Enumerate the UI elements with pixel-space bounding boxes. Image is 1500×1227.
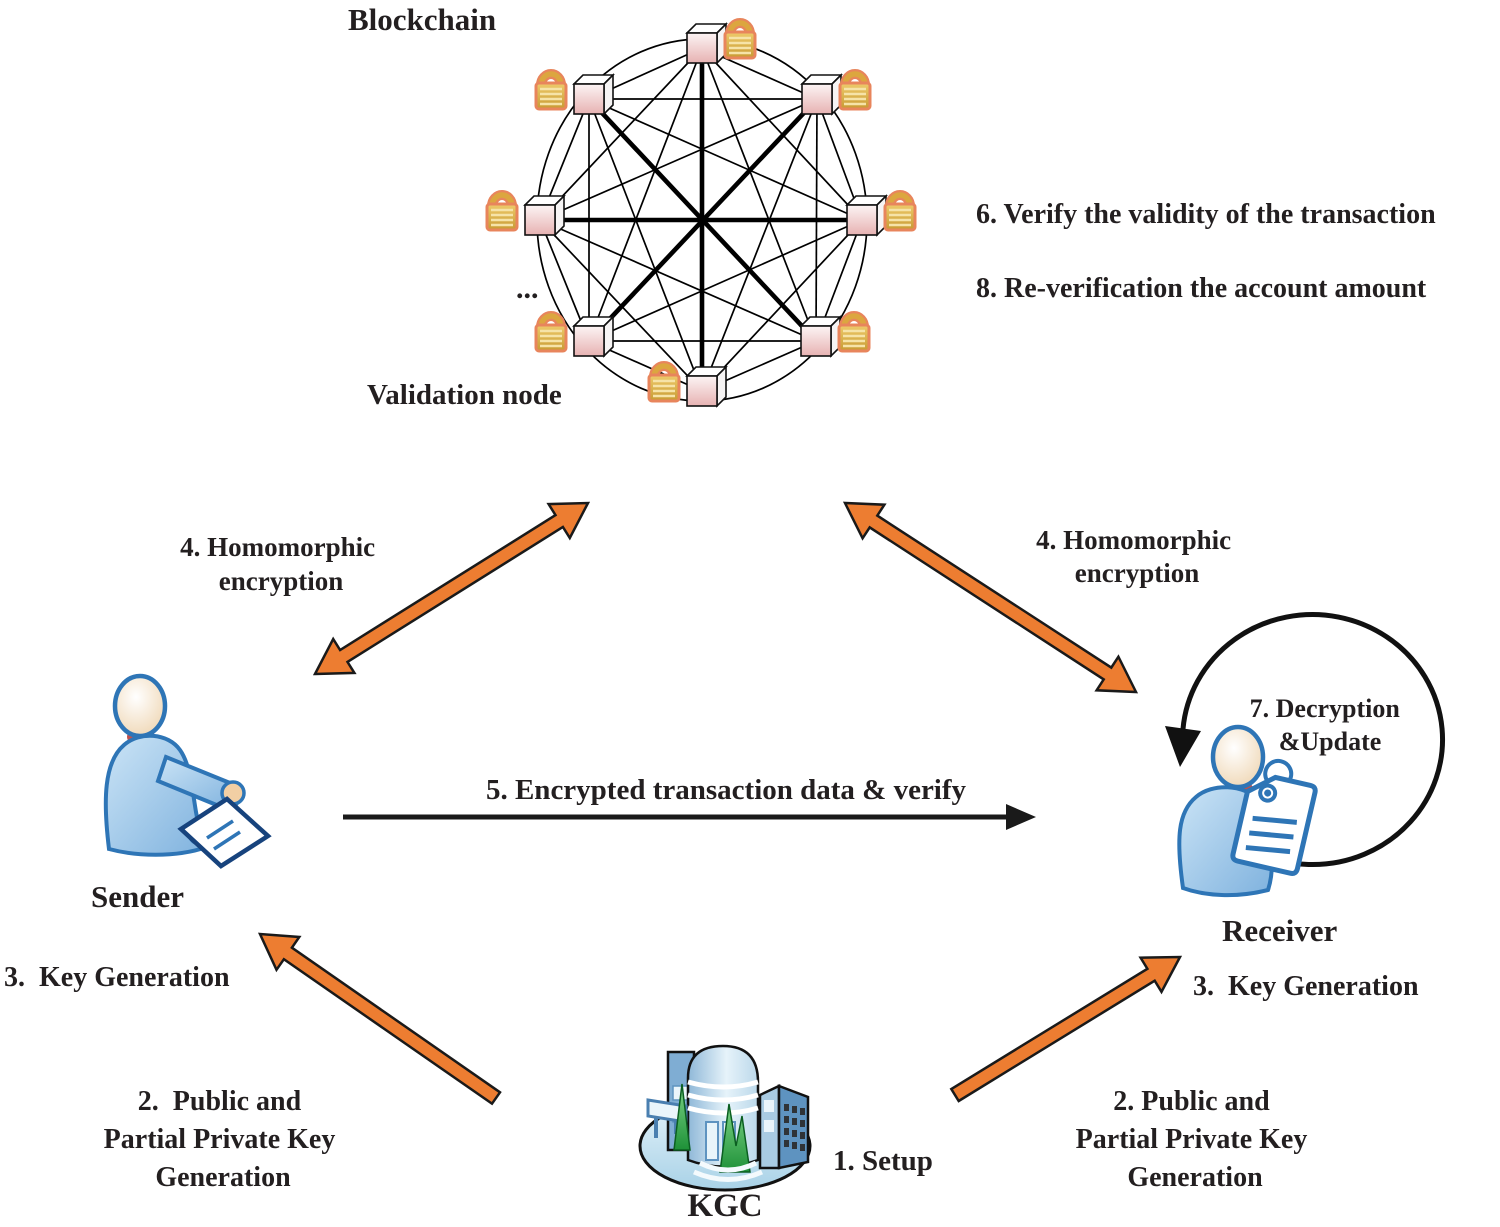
sender-person-icon bbox=[103, 673, 272, 869]
network-edge bbox=[701, 98, 818, 392]
step2-left-label: 2. Public and Partial Private Key Genera… bbox=[104, 1086, 343, 1193]
sender-label: Sender bbox=[91, 879, 184, 914]
padlock-icon bbox=[883, 190, 917, 232]
padlock-icon bbox=[723, 18, 757, 60]
setup-label: 1. Setup bbox=[833, 1145, 933, 1177]
blockchain-label: Blockchain bbox=[348, 2, 496, 37]
kgc-building-icon bbox=[638, 1044, 812, 1192]
validation-node-cube bbox=[523, 194, 566, 237]
homomorphic-arrow-left bbox=[312, 501, 591, 676]
key-generation-arrow-right bbox=[949, 955, 1183, 1103]
step4-left-label: 4. Homomorphic encryption bbox=[180, 532, 382, 596]
network-edge bbox=[539, 98, 818, 221]
network-ellipsis: ... bbox=[516, 272, 539, 305]
padlock-icon bbox=[534, 69, 568, 111]
validation-node-cube bbox=[685, 22, 728, 65]
network-edge bbox=[588, 219, 863, 342]
validation-node-cube bbox=[685, 365, 728, 408]
step6-label: 6. Verify the validity of the transactio… bbox=[976, 199, 1436, 230]
validation-node-cube bbox=[572, 73, 615, 116]
key-generation-arrow-left bbox=[257, 932, 502, 1106]
network-edge bbox=[701, 47, 817, 342]
blockchain-network bbox=[485, 18, 917, 408]
tag-icon bbox=[1230, 758, 1318, 876]
padlock-icon bbox=[534, 311, 568, 353]
step3-left-label: 3. Key Generation bbox=[4, 962, 230, 993]
step4-right-label: 4. Homomorphic encryption bbox=[1036, 525, 1238, 588]
validation-node-label: Validation node bbox=[367, 379, 562, 411]
validation-node-cube bbox=[845, 194, 888, 237]
step2-right-label: 2. Public and Partial Private Key Genera… bbox=[1076, 1086, 1315, 1193]
homomorphic-arrow-right bbox=[842, 501, 1139, 694]
step8-label: 8. Re-verification the account amount bbox=[976, 273, 1427, 304]
network-edge bbox=[539, 219, 703, 392]
receiver-person-icon bbox=[1177, 724, 1318, 898]
validation-node-cube bbox=[800, 73, 843, 116]
receiver-label: Receiver bbox=[1222, 913, 1338, 948]
step3-right-label: 3. Key Generation bbox=[1193, 971, 1419, 1002]
padlock-icon bbox=[837, 311, 871, 353]
validation-node-cube bbox=[572, 315, 615, 358]
decrypt-update-loop-arrow bbox=[1165, 612, 1446, 868]
encrypted-transaction-arrow bbox=[343, 804, 1036, 830]
step7-label: 7. Decryption &Update bbox=[1250, 694, 1407, 756]
network-edge bbox=[701, 219, 863, 392]
padlock-icon bbox=[838, 69, 872, 111]
padlock-icon bbox=[647, 361, 681, 403]
network-edge bbox=[539, 219, 817, 342]
kgc-label: KGC bbox=[687, 1188, 762, 1224]
network-edge bbox=[588, 98, 863, 221]
padlock-icon bbox=[485, 190, 519, 232]
network-edge bbox=[588, 98, 703, 392]
step5-label: 5. Encrypted transaction data & verify bbox=[486, 774, 967, 806]
validation-node-cube bbox=[799, 315, 842, 358]
document-icon bbox=[177, 796, 272, 869]
